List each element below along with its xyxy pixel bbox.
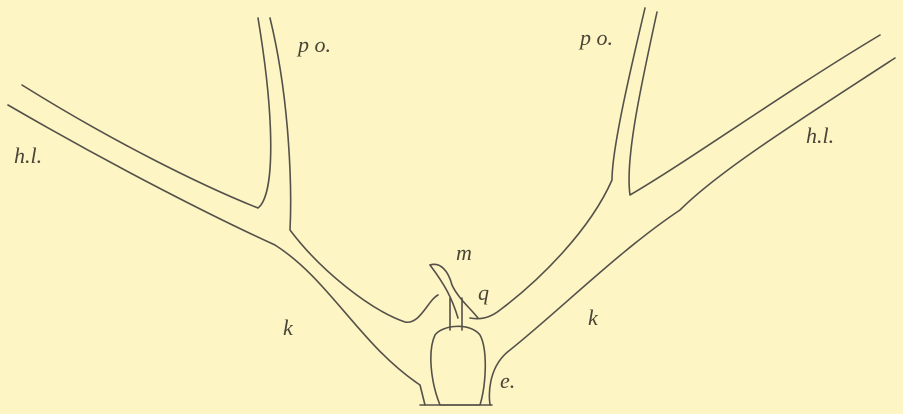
label-e: e.: [500, 368, 515, 393]
right-po-outline-2: [628, 11, 881, 196]
label-hl-left: h.l.: [14, 143, 42, 168]
central-process-m-back: [429, 264, 459, 319]
label-po-left: p o.: [296, 32, 331, 57]
central-stem: [449, 297, 463, 331]
right-hl-outer-outline: [488, 57, 896, 406]
label-po-right: p o.: [578, 25, 613, 50]
left-inner-outline: [21, 17, 272, 209]
label-m: m: [456, 240, 472, 265]
central-process-m: [429, 263, 479, 319]
label-q: q: [478, 280, 489, 305]
label-k-left: k: [283, 315, 294, 340]
central-cartilage-e: [430, 325, 487, 406]
label-hl-right: h.l.: [806, 123, 834, 148]
label-k-right: k: [588, 305, 599, 330]
left-outer-outline: [7, 104, 426, 406]
left-po-outer-outline: [269, 17, 439, 323]
right-po-outline-1: [469, 7, 646, 320]
